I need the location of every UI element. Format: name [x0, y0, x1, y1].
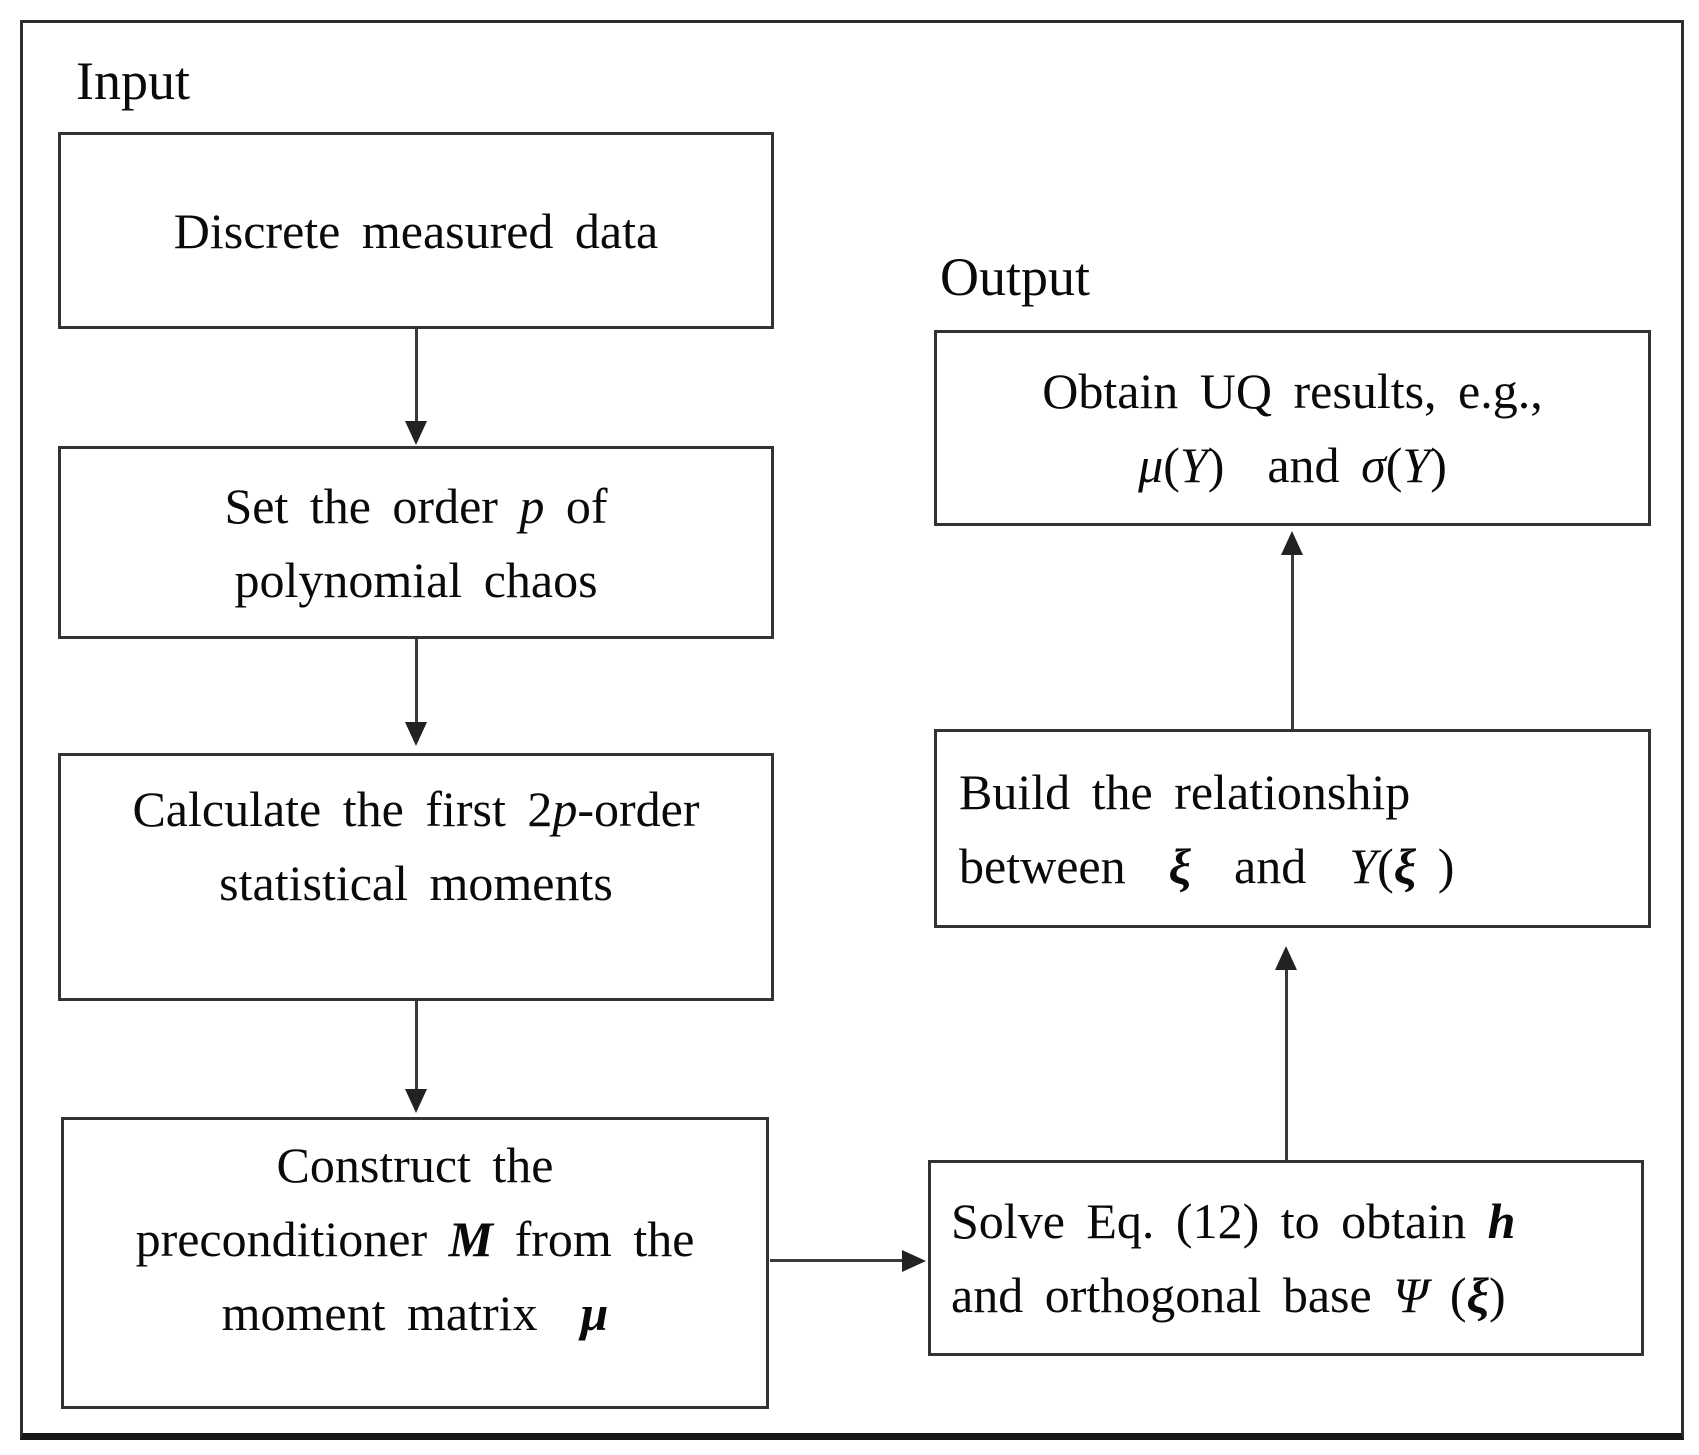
text-line: Solve Eq. (12) to obtain h [951, 1193, 1516, 1249]
text-line: and orthogonal base Ψ (ξ) [951, 1267, 1506, 1323]
arrow-head-up-icon [1275, 946, 1297, 970]
arrow-head-up-icon [1281, 531, 1303, 555]
arrow-shaft [1291, 554, 1294, 729]
arrow-shaft [770, 1259, 904, 1262]
text-line: Construct the [276, 1137, 554, 1193]
node-calculate-statistical-moments: Calculate the first 2p-order statistical … [58, 753, 774, 1001]
node-solve-eq12-obtain-h: Solve Eq. (12) to obtain h and orthogonal… [928, 1160, 1644, 1356]
text-line: Calculate the first 2p-order [132, 781, 700, 837]
text-line: between ξ and Y(ξ ) [959, 837, 1455, 894]
arrow-shaft [1285, 969, 1288, 1160]
arrow-shaft [415, 639, 418, 724]
arrow-shaft [415, 1001, 418, 1091]
text-line: μ(Y) and σ(Y) [1138, 437, 1447, 493]
node-build-relationship: Build the relationship between ξ and Y(ξ … [934, 729, 1651, 928]
node-discrete-measured-data: Discrete measured data [58, 132, 774, 329]
text-line: Obtain UQ results, e.g., [1042, 363, 1543, 419]
text-line: Set the order p of [224, 477, 608, 534]
arrow-head-down-icon [405, 722, 427, 746]
figure-border [20, 20, 1684, 1440]
output-section-label: Output [940, 247, 1091, 307]
text-line: Discrete measured data [173, 202, 659, 259]
arrow-head-right-icon [902, 1250, 926, 1272]
text-line: moment matrix μ [221, 1285, 609, 1341]
node-obtain-uq-results: Obtain UQ results, e.g., μ(Y) and σ(Y) [934, 330, 1651, 526]
text-line: preconditioner M from the [135, 1211, 695, 1267]
node-construct-preconditioner: Construct the preconditioner M from the mo… [61, 1117, 769, 1409]
text-line: statistical moments [219, 855, 613, 911]
input-section-label: Input [76, 51, 190, 111]
arrow-head-down-icon [405, 1089, 427, 1113]
arrow-shaft [415, 329, 418, 423]
text-line: Build the relationship [959, 763, 1411, 820]
arrow-head-down-icon [405, 421, 427, 445]
node-set-order-of-polynomial-chaos: Set the order p of polynomial chaos [58, 446, 774, 639]
text-line: polynomial chaos [234, 551, 598, 608]
